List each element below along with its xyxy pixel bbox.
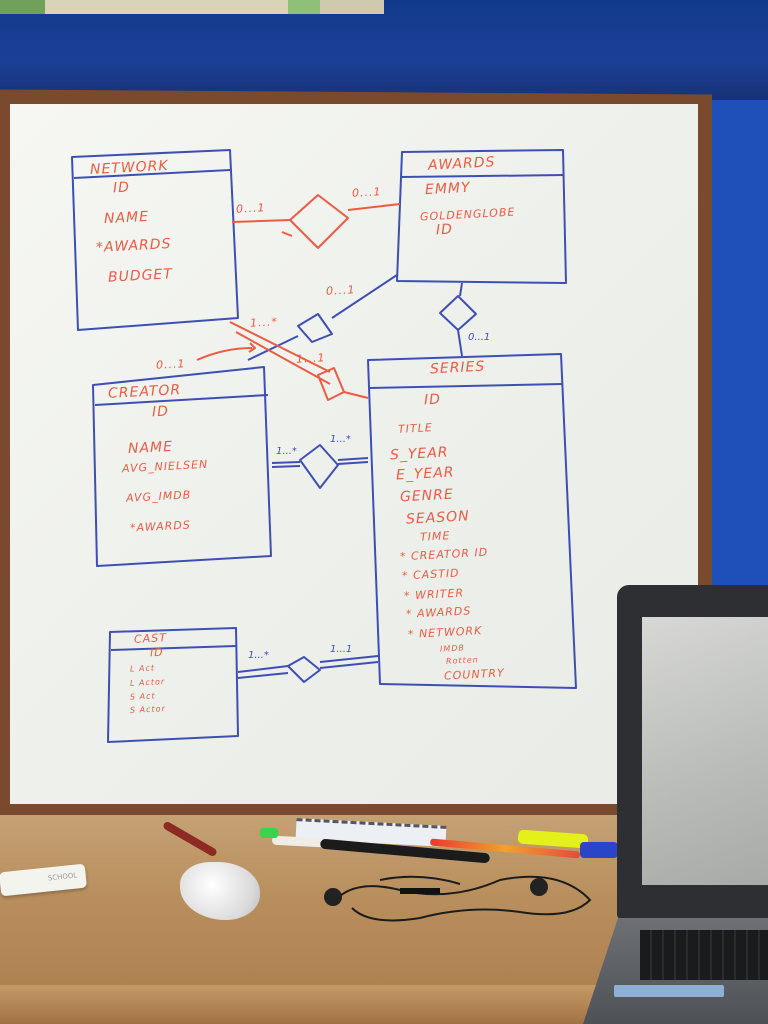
creator-series-rel [299, 444, 339, 489]
books-on-shelf [0, 0, 640, 14]
tissue [180, 862, 260, 920]
card-creator-series-left: 1...* [276, 446, 297, 457]
creator-box [92, 366, 272, 567]
awards-series-rel [439, 295, 477, 331]
network-header-line [73, 169, 231, 179]
blue-marker[interactable] [580, 842, 618, 858]
laptop-screen [642, 617, 768, 885]
creator-header-line [94, 394, 269, 406]
card-cast-series-left: 1...* [248, 650, 269, 661]
awards-box [396, 149, 567, 284]
card-awards-series: 0...1 [468, 332, 491, 343]
series-box [367, 353, 577, 689]
earbud-left [324, 888, 342, 906]
card-cast-series-right: 1...1 [330, 644, 353, 655]
network-box [71, 149, 239, 331]
laptop-sticker [614, 985, 724, 997]
whiteboard [10, 104, 698, 804]
cast-box [107, 627, 239, 743]
network-series-link [229, 321, 331, 385]
green-cap [260, 828, 278, 838]
laptop-keyboard[interactable] [640, 930, 768, 980]
cast-series-rel [287, 656, 321, 683]
shelf [0, 0, 768, 100]
cast-header-line [110, 645, 237, 651]
series-header-line [368, 383, 563, 389]
awards-creator-rel [297, 313, 333, 343]
card-creator-series-right: 1...* [330, 434, 351, 445]
earbud-right [530, 878, 548, 896]
network-awards-rel [289, 194, 349, 249]
awards-header-line [401, 174, 565, 178]
